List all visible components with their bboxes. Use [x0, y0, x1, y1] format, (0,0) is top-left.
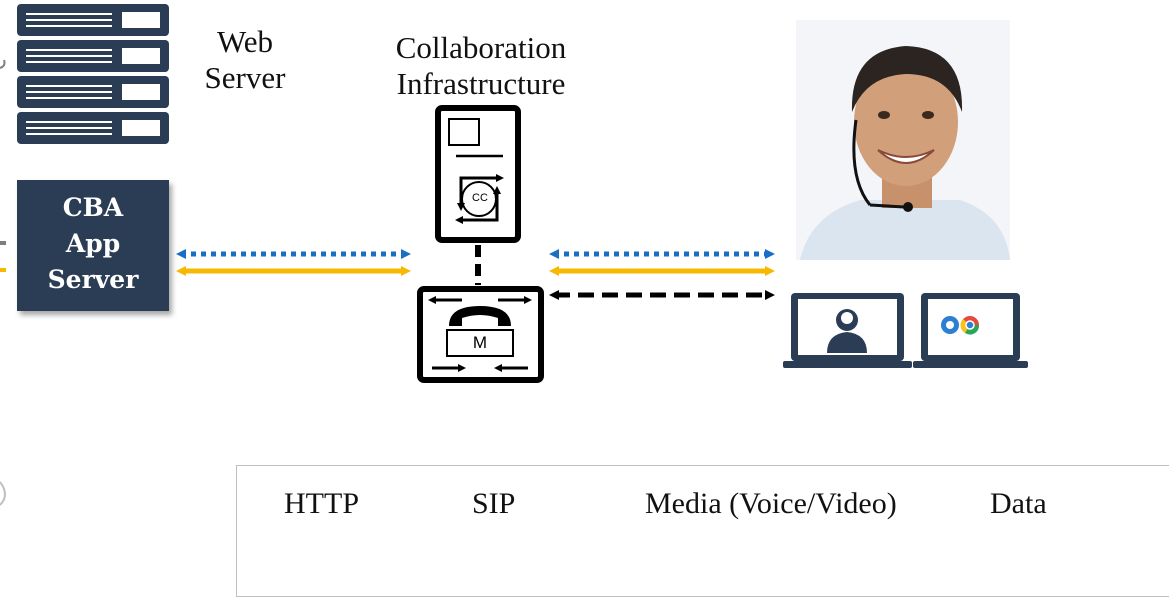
- legend-sip-label: SIP: [472, 487, 516, 520]
- legend-http-label: HTTP: [284, 487, 359, 520]
- collaboration-label: Collaboration Infrastructure: [395, 30, 567, 101]
- diagram-canvas: [0, 4, 1133, 548]
- web-server-label: Web Server: [204, 24, 286, 95]
- legend-data-label: Data: [990, 487, 1047, 520]
- contact-center-letters: CC: [472, 192, 488, 204]
- media-server-icon: [417, 286, 544, 383]
- contact-center-icon: [435, 105, 521, 243]
- left-edge-arrow-stubs: [0, 59, 6, 506]
- legend-media-label: Media (Voice/Video): [645, 487, 897, 520]
- web-server-icon: [17, 4, 169, 144]
- legend-box: [236, 465, 1169, 597]
- app-server-box: [17, 180, 169, 311]
- app-server-label: CBA App Server: [47, 193, 139, 294]
- laptop-video-icon: [783, 293, 912, 368]
- agent-photo: [796, 20, 1010, 260]
- media-server-letter: M: [472, 333, 488, 352]
- laptop-browser-icon: [913, 293, 1028, 368]
